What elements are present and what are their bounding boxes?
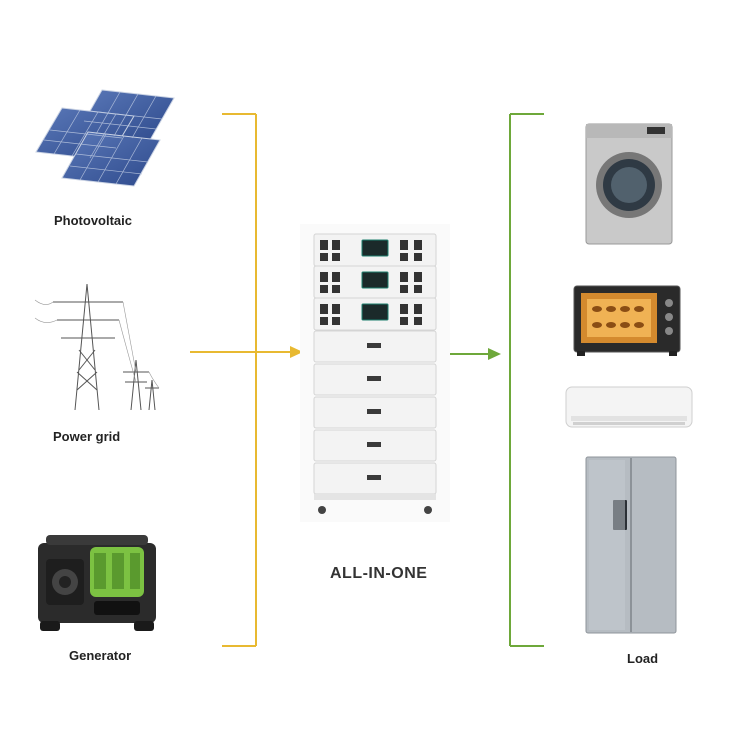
source-label-generator: Generator bbox=[69, 648, 132, 663]
generator-icon bbox=[38, 535, 156, 631]
center-label: ALL-IN-ONE bbox=[330, 565, 428, 582]
air-conditioner-icon bbox=[565, 386, 693, 428]
battery-stack-icon bbox=[300, 224, 450, 522]
solar-panel-icon bbox=[35, 89, 175, 187]
source-label-photovoltaic: Photovoltaic bbox=[54, 213, 133, 228]
load-label: Load bbox=[627, 651, 659, 666]
source-label-power-grid: Power grid bbox=[53, 429, 121, 444]
oven-icon bbox=[573, 285, 681, 356]
power-tower-icon bbox=[34, 283, 160, 411]
washing-machine-icon bbox=[585, 123, 673, 245]
refrigerator-icon bbox=[585, 456, 677, 634]
